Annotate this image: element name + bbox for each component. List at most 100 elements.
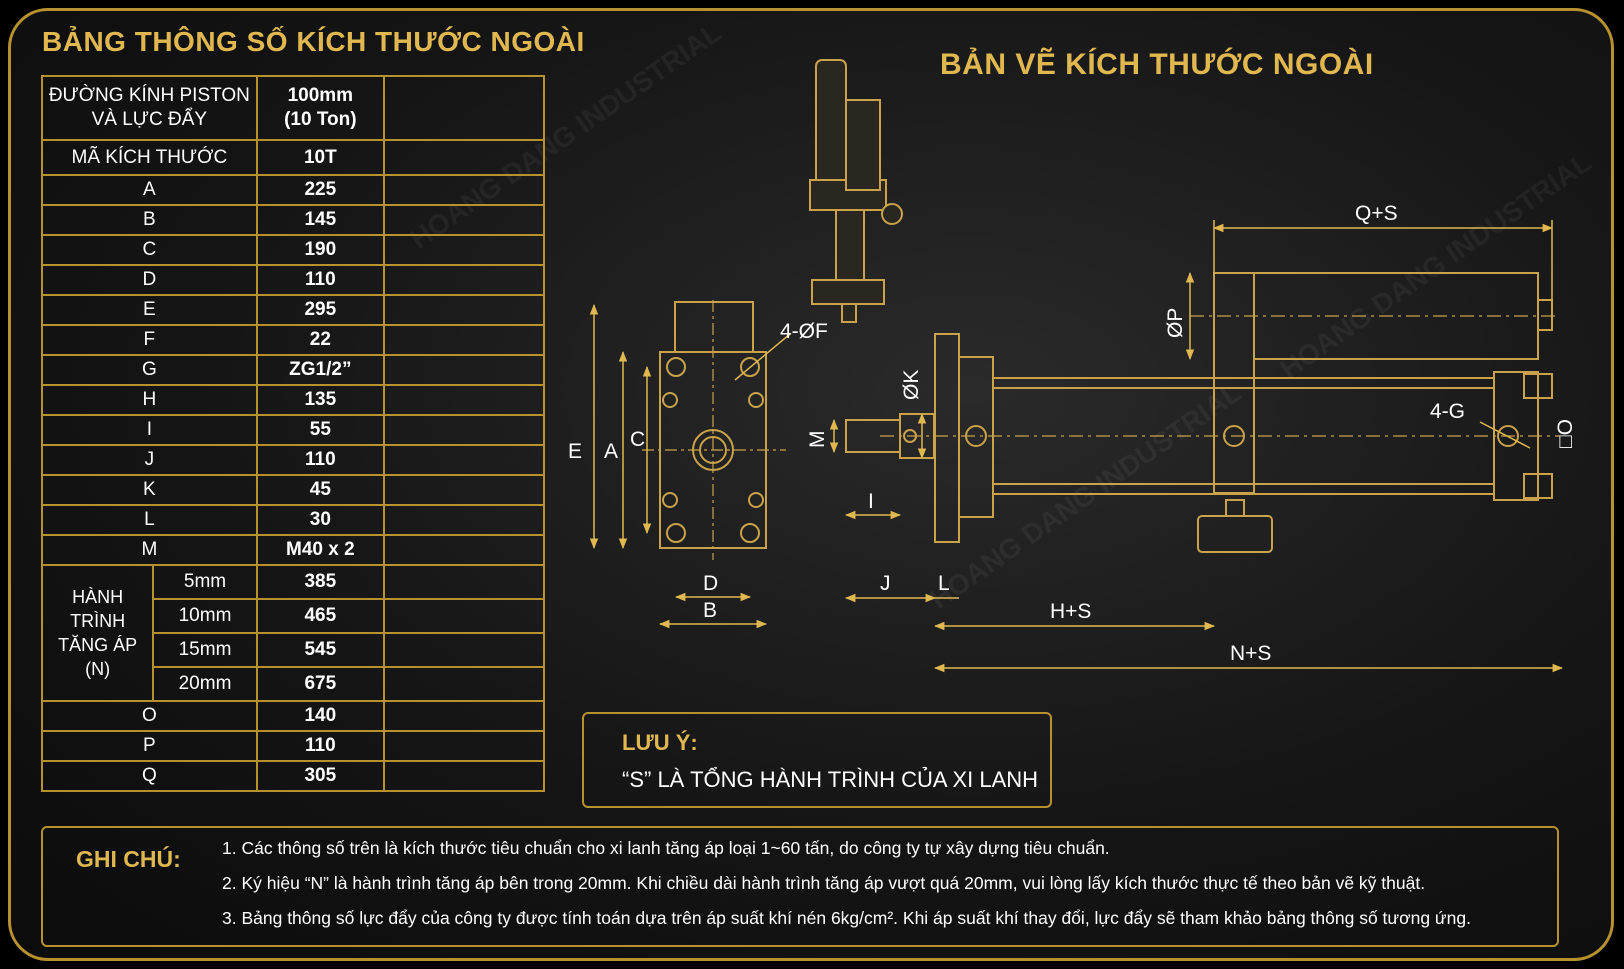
side-view-dimensions bbox=[829, 220, 1564, 673]
stroke-group-label: HÀNH TRÌNH TĂNG ÁP (N) bbox=[40, 564, 155, 702]
remark-item: 3. Bảng thông số lực đẩy của công ty đượ… bbox=[222, 908, 1471, 928]
dimension-value: M40 x 2 bbox=[255, 534, 385, 566]
empty-cell bbox=[382, 264, 546, 296]
empty-cell bbox=[382, 204, 546, 236]
empty-cell bbox=[382, 174, 546, 206]
empty-cell bbox=[382, 632, 546, 668]
dimension-value: 55 bbox=[255, 414, 385, 446]
empty-cell bbox=[382, 75, 546, 141]
empty-cell bbox=[382, 139, 546, 176]
empty-cell bbox=[382, 354, 546, 386]
dim-label-e: E bbox=[568, 440, 582, 463]
empty-cell bbox=[382, 564, 546, 600]
dimension-value: 30 bbox=[255, 504, 385, 536]
dim-label-n-s: N+S bbox=[1230, 642, 1271, 665]
dimension-label: I bbox=[41, 414, 258, 446]
dimension-value: 295 bbox=[255, 294, 385, 326]
dimension-label: M bbox=[41, 534, 258, 566]
side-view bbox=[845, 272, 1560, 553]
dim-label-d: D bbox=[703, 572, 718, 595]
dim-label-f: 4-ØF bbox=[780, 320, 828, 343]
dim-label-a: A bbox=[604, 440, 618, 463]
empty-cell bbox=[382, 324, 546, 356]
stroke-label: 20mm bbox=[152, 666, 258, 702]
dimension-label: C bbox=[41, 234, 258, 266]
dimension-value: 135 bbox=[255, 384, 385, 416]
dimension-value: 110 bbox=[255, 444, 385, 476]
dimension-label: A bbox=[41, 174, 258, 206]
dimension-value: 110 bbox=[255, 264, 385, 296]
dimension-value: 110 bbox=[255, 730, 385, 762]
table-row: ĐƯỜNG KÍNH PISTON VÀ LỰC ĐẨY 100mm (10 T… bbox=[41, 75, 546, 141]
note-box bbox=[582, 712, 1052, 808]
empty-cell bbox=[382, 760, 546, 792]
dimension-value: 140 bbox=[255, 700, 385, 732]
dimension-value: 22 bbox=[255, 324, 385, 356]
empty-cell bbox=[382, 234, 546, 266]
technical-drawing: E A C D B 4-ØF bbox=[568, 59, 1577, 673]
stroke-value: 675 bbox=[255, 666, 385, 702]
header-label: ĐƯỜNG KÍNH PISTON VÀ LỰC ĐẨY bbox=[41, 75, 258, 141]
dim-label-c: C bbox=[630, 428, 645, 451]
front-view-dimensions bbox=[589, 303, 791, 629]
dimension-value: 305 bbox=[255, 760, 385, 792]
dimension-value: 45 bbox=[255, 474, 385, 506]
empty-cell bbox=[382, 666, 546, 702]
stroke-label: 15mm bbox=[152, 632, 258, 668]
dim-label-g: 4-G bbox=[1430, 400, 1465, 423]
dimension-label: F bbox=[41, 324, 258, 356]
dimension-label: B bbox=[41, 204, 258, 236]
empty-cell bbox=[382, 384, 546, 416]
dimension-label: E bbox=[41, 294, 258, 326]
dimension-label: G bbox=[41, 354, 258, 386]
dim-label-k: ØK bbox=[900, 370, 923, 400]
dim-label-l: L bbox=[938, 572, 950, 595]
empty-cell bbox=[382, 294, 546, 326]
stroke-value: 465 bbox=[255, 598, 385, 634]
stroke-value: 545 bbox=[255, 632, 385, 668]
dimension-table: ĐƯỜNG KÍNH PISTON VÀ LỰC ĐẨY 100mm (10 T… bbox=[40, 75, 546, 792]
dim-label-i: I bbox=[868, 490, 874, 513]
dimension-label: O bbox=[41, 700, 258, 732]
dim-label-o: □O bbox=[1554, 419, 1577, 448]
stroke-label: 5mm bbox=[152, 564, 258, 600]
table-title: BẢNG THÔNG SỐ KÍCH THƯỚC NGOÀI bbox=[42, 26, 585, 57]
dimension-label: Q bbox=[41, 760, 258, 792]
dimension-label: D bbox=[41, 264, 258, 296]
empty-cell bbox=[382, 414, 546, 446]
remark-item: 2. Ký hiệu “N” là hành trình tăng áp bên… bbox=[222, 873, 1426, 893]
dimension-value: ZG1/2” bbox=[255, 354, 385, 386]
stroke-value: 385 bbox=[255, 564, 385, 600]
dimension-value: 225 bbox=[255, 174, 385, 206]
empty-cell bbox=[382, 700, 546, 732]
code-label: MÃ KÍCH THƯỚC bbox=[41, 139, 258, 176]
note-title: LƯU Ý: bbox=[622, 730, 698, 755]
remarks-title: GHI CHÚ: bbox=[76, 846, 181, 872]
empty-cell bbox=[382, 598, 546, 634]
dim-label-j: J bbox=[880, 572, 891, 595]
code-value: 10T bbox=[255, 139, 385, 176]
dimension-value: 145 bbox=[255, 204, 385, 236]
dimension-value: 190 bbox=[255, 234, 385, 266]
dim-label-q-s: Q+S bbox=[1355, 202, 1398, 225]
dimension-label: P bbox=[41, 730, 258, 762]
remarks-box bbox=[41, 826, 1559, 947]
empty-cell bbox=[382, 504, 546, 536]
dimension-label: K bbox=[41, 474, 258, 506]
